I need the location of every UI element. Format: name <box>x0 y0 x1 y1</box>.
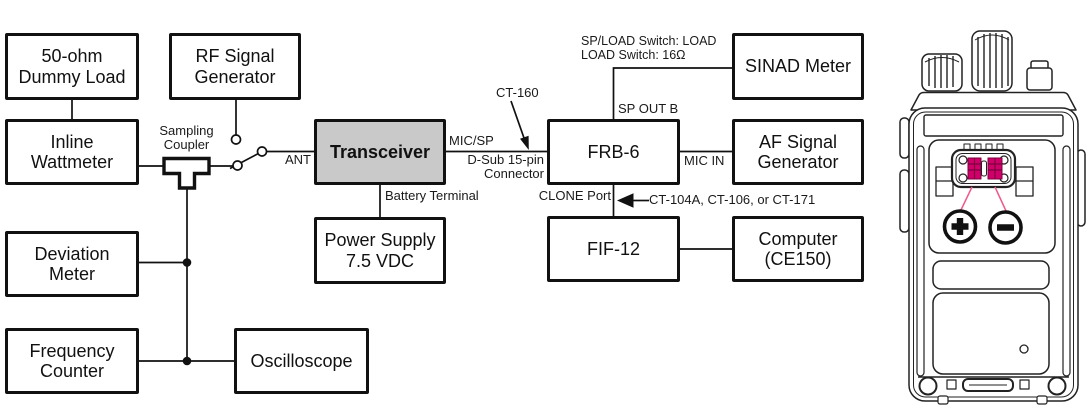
box-oscilloscope: Oscilloscope <box>234 328 369 394</box>
contact-highlight-right <box>987 157 1003 180</box>
box-fif-12: FIF-12 <box>547 216 680 282</box>
box-dummy-load: 50-ohm Dummy Load <box>5 33 139 100</box>
screw-boss <box>918 376 938 396</box>
label-sp-out-b: SP OUT B <box>618 101 679 116</box>
label-sinad-switch-note: SP/LOAD Switch: LOAD LOAD Switch: 16Ω <box>581 34 717 62</box>
junction-dot <box>182 258 192 267</box>
radio-volume-knob <box>921 53 963 92</box>
switch-contact <box>232 160 243 171</box>
radio-latch-panel <box>932 260 1050 290</box>
box-computer-ce150: Computer (CE150) <box>732 216 864 282</box>
box-af-signal-generator: AF Signal Generator <box>732 119 864 185</box>
box-transceiver: Transceiver <box>314 119 446 185</box>
screw <box>958 173 968 183</box>
battery-contact-block <box>950 148 1017 189</box>
radio-top-cap <box>910 91 1077 111</box>
screw-boss <box>1047 376 1067 396</box>
box-power-supply: Power Supply 7.5 VDC <box>314 217 446 284</box>
leader-line <box>994 186 1008 213</box>
wiring <box>71 67 732 362</box>
radio-channel-knob <box>971 30 1013 92</box>
junction-dot <box>182 356 192 366</box>
box-frb-6: FRB-6 <box>547 119 680 185</box>
radio-rail <box>916 145 925 377</box>
radio-top-band <box>923 114 1064 137</box>
radio-antenna-connector <box>1026 60 1053 91</box>
radio-rail <box>1062 145 1071 377</box>
clone-cable-arrow <box>617 193 649 208</box>
box-inline-wattmeter: Inline Wattmeter <box>5 119 139 185</box>
box-deviation-meter: Deviation Meter <box>5 231 139 297</box>
antenna-switch <box>229 134 268 171</box>
label-clone-port: CLONE Port <box>538 188 611 203</box>
label-ant-port: ANT <box>285 152 311 167</box>
radio-battery-pack <box>932 292 1050 375</box>
switch-contact <box>230 134 242 145</box>
minus-terminal-icon <box>988 210 1023 245</box>
ct160-arrow <box>510 100 529 150</box>
wire <box>612 67 732 119</box>
contact-highlight-left <box>967 157 982 180</box>
radio-illustration <box>899 30 1086 405</box>
switch-contact <box>256 146 268 157</box>
label-sampling-coupler: Sampling Coupler <box>159 123 214 153</box>
box-rf-signal-generator: RF Signal Generator <box>169 33 301 100</box>
battery-pack-hole <box>1019 344 1029 354</box>
label-battery-terminal: Battery Terminal <box>385 188 479 203</box>
radio-side-button <box>899 169 910 233</box>
radio-latch-right <box>1015 166 1034 197</box>
sampling-coupler-symbol <box>162 156 211 190</box>
plus-terminal-icon <box>942 209 978 244</box>
radio-side-button <box>899 117 910 159</box>
radio-latch-left <box>935 166 954 197</box>
label-mic-sp: MIC/SP <box>449 133 494 148</box>
leader-line <box>959 186 973 212</box>
box-frequency-counter: Frequency Counter <box>5 328 139 394</box>
box-sinad-meter: SINAD Meter <box>732 33 864 100</box>
label-ct-160: CT-160 <box>496 85 539 100</box>
label-mic-in: MIC IN <box>684 153 725 168</box>
label-clone-cable: CT-104A, CT-106, or CT-171 <box>649 192 816 207</box>
label-dsub-connector: D-Sub 15-pin Connector <box>467 152 544 182</box>
screw <box>958 155 968 165</box>
